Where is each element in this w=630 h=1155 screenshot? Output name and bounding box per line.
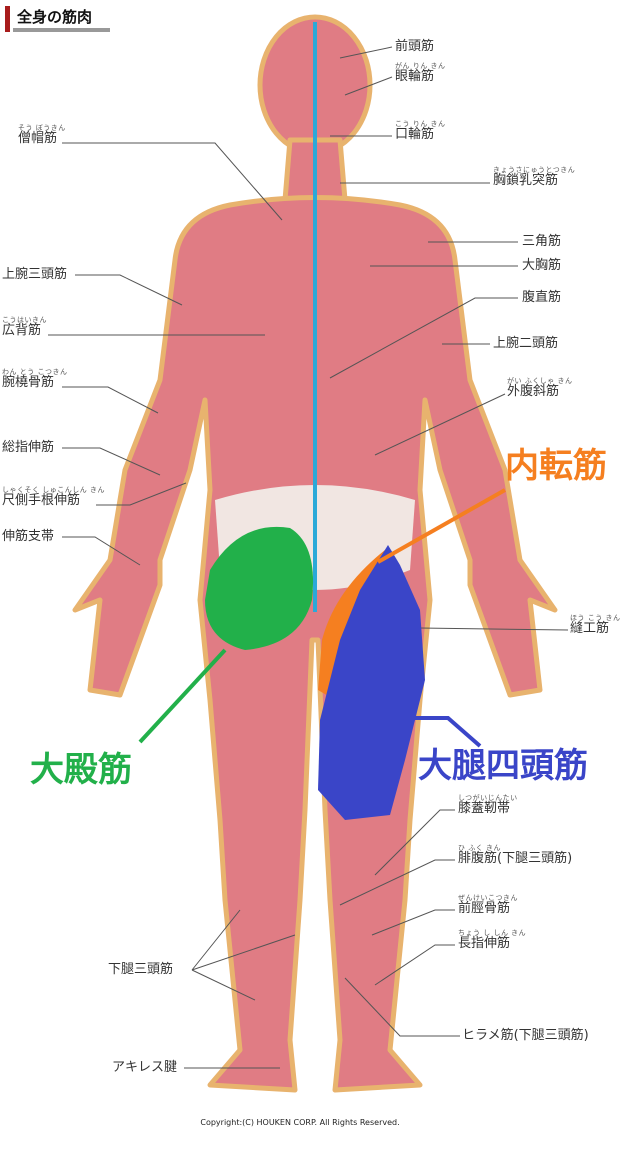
page-title: 全身の筋肉: [5, 4, 110, 32]
label-extensor-carpi-ulnaris: しゃくそく しゅこんしん きん尺側手根伸筋: [2, 486, 105, 508]
label-extensor-digitorum: 総指伸筋: [2, 440, 55, 455]
label-orbicularis-oris: こう りん きん口輪筋: [395, 120, 446, 142]
quadriceps-pointer: [412, 716, 482, 748]
label-sartorius: ほう こう きん縫工筋: [570, 614, 621, 636]
label-sternocleidomastoid: きょうさにゅうとつきん胸鎖乳突筋: [493, 166, 576, 188]
gluteal-pointer: [138, 648, 227, 744]
label-pectoralis-major: 大胸筋: [522, 258, 562, 273]
highlight-label-quadriceps: 大腿四頭筋: [418, 746, 588, 786]
label-achilles-tendon: アキレス腱: [112, 1060, 178, 1075]
label-deltoid: 三角筋: [522, 234, 562, 249]
highlight-label-gluteal: 大殿筋: [30, 750, 132, 790]
label-extensor-digitorum-longus: ちょう し しん きん長指伸筋: [458, 929, 527, 951]
gluteal-highlight: [205, 526, 314, 650]
copyright: Copyright:(C) HOUKEN CORP. All Rights Re…: [200, 1118, 400, 1127]
leader-lines: [48, 46, 569, 1069]
label-patellar-ligament: しつがいじんたい膝蓋靭帯: [458, 794, 518, 816]
title-accent-bar: [5, 6, 10, 32]
adductor-pointer: [377, 488, 506, 564]
label-triceps: 上腕三頭筋: [2, 267, 68, 282]
title-underline: [13, 28, 110, 32]
label-tibialis-anterior: ぜんけいこつきん前脛骨筋: [458, 894, 518, 916]
label-latissimus: こうはいきん広背筋: [2, 316, 47, 338]
label-brachioradialis: わん とう こつきん腕橈骨筋: [2, 368, 68, 390]
label-trapezius: そう ぼうきん僧帽筋: [18, 124, 66, 146]
label-soleus: ヒラメ筋(下腿三頭筋): [462, 1028, 589, 1043]
label-gastrocnemius: ひ ふく きん腓腹筋(下腿三頭筋): [458, 844, 573, 866]
label-frontalis: 前頭筋: [395, 39, 435, 54]
label-rectus-abdominis: 腹直筋: [522, 290, 562, 305]
highlight-label-adductor: 内転筋: [505, 446, 607, 486]
label-external-oblique: がい ふくしゃ きん外腹斜筋: [507, 377, 573, 399]
label-orbicularis-oculi: がん りん きん眼輪筋: [395, 62, 446, 84]
label-extensor-retinaculum: 伸筋支帯: [2, 529, 55, 544]
quadriceps-highlight: [318, 545, 425, 820]
label-biceps: 上腕二頭筋: [493, 336, 559, 351]
label-triceps-surae: 下腿三頭筋: [108, 962, 174, 977]
